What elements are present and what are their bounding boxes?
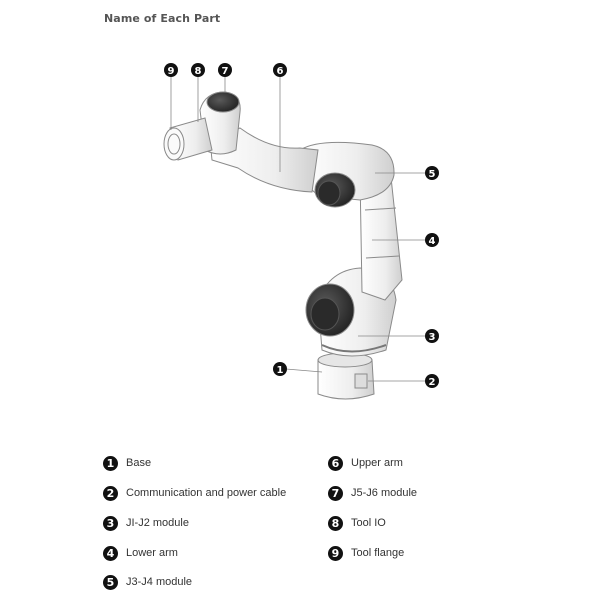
legend-item-lower-arm: 4 Lower arm [103, 544, 178, 562]
number-badge: 6 [328, 455, 343, 471]
callout-9: 9 [164, 63, 178, 77]
legend-label: Base [126, 457, 152, 469]
legend-label: Tool flange [351, 547, 405, 559]
callout-7: 7 [218, 63, 232, 77]
number-badge: 9 [328, 545, 343, 561]
legend-label: JI-J2 module [126, 517, 189, 529]
legend-item-base: 1 Base [103, 454, 151, 472]
number-badge: 1 [103, 455, 118, 471]
page-title: Name of Each Part [104, 12, 221, 25]
legend-item-tool-flange: 9 Tool flange [328, 544, 404, 562]
legend-item-j3-j4-module: 5 J3-J4 module [103, 573, 192, 591]
legend-label: J3-J4 module [126, 576, 193, 588]
svg-text:5: 5 [429, 169, 436, 180]
number-badge: 3 [103, 515, 118, 531]
legend-label: Lower arm [126, 547, 178, 559]
callout-2: 2 [425, 374, 439, 388]
callout-4: 4 [425, 233, 439, 247]
svg-text:6: 6 [277, 66, 284, 77]
callout-1: 1 [273, 362, 287, 376]
svg-text:8: 8 [195, 66, 202, 77]
svg-text:7: 7 [222, 66, 229, 77]
legend-label: Communication and power cable [126, 487, 287, 499]
legend-item-cable: 2 Communication and power cable [103, 484, 286, 502]
svg-text:9: 9 [168, 66, 175, 77]
legend-item-upper-arm: 6 Upper arm [328, 454, 403, 472]
legend-label: Tool IO [351, 517, 386, 529]
number-badge: 2 [103, 485, 118, 501]
number-badge: 8 [328, 515, 343, 531]
callout-6: 6 [273, 63, 287, 77]
svg-text:2: 2 [429, 377, 436, 388]
legend-item-j1-j2-module: 3 JI-J2 module [103, 514, 189, 532]
number-badge: 7 [328, 485, 343, 501]
robot-arm-diagram: 9 8 7 6 5 4 3 1 2 [163, 63, 439, 400]
callout-8: 8 [191, 63, 205, 77]
number-badge: 4 [103, 545, 118, 561]
svg-text:3: 3 [429, 332, 436, 343]
legend-label: Upper arm [351, 457, 403, 469]
legend-label: J5-J6 module [351, 487, 418, 499]
callout-3: 3 [425, 329, 439, 343]
legend-item-j5-j6-module: 7 J5-J6 module [328, 484, 417, 502]
number-badge: 5 [103, 574, 118, 590]
callout-5: 5 [425, 166, 439, 180]
svg-text:1: 1 [277, 365, 284, 376]
svg-text:4: 4 [429, 236, 436, 247]
legend-item-tool-io: 8 Tool IO [328, 514, 386, 532]
